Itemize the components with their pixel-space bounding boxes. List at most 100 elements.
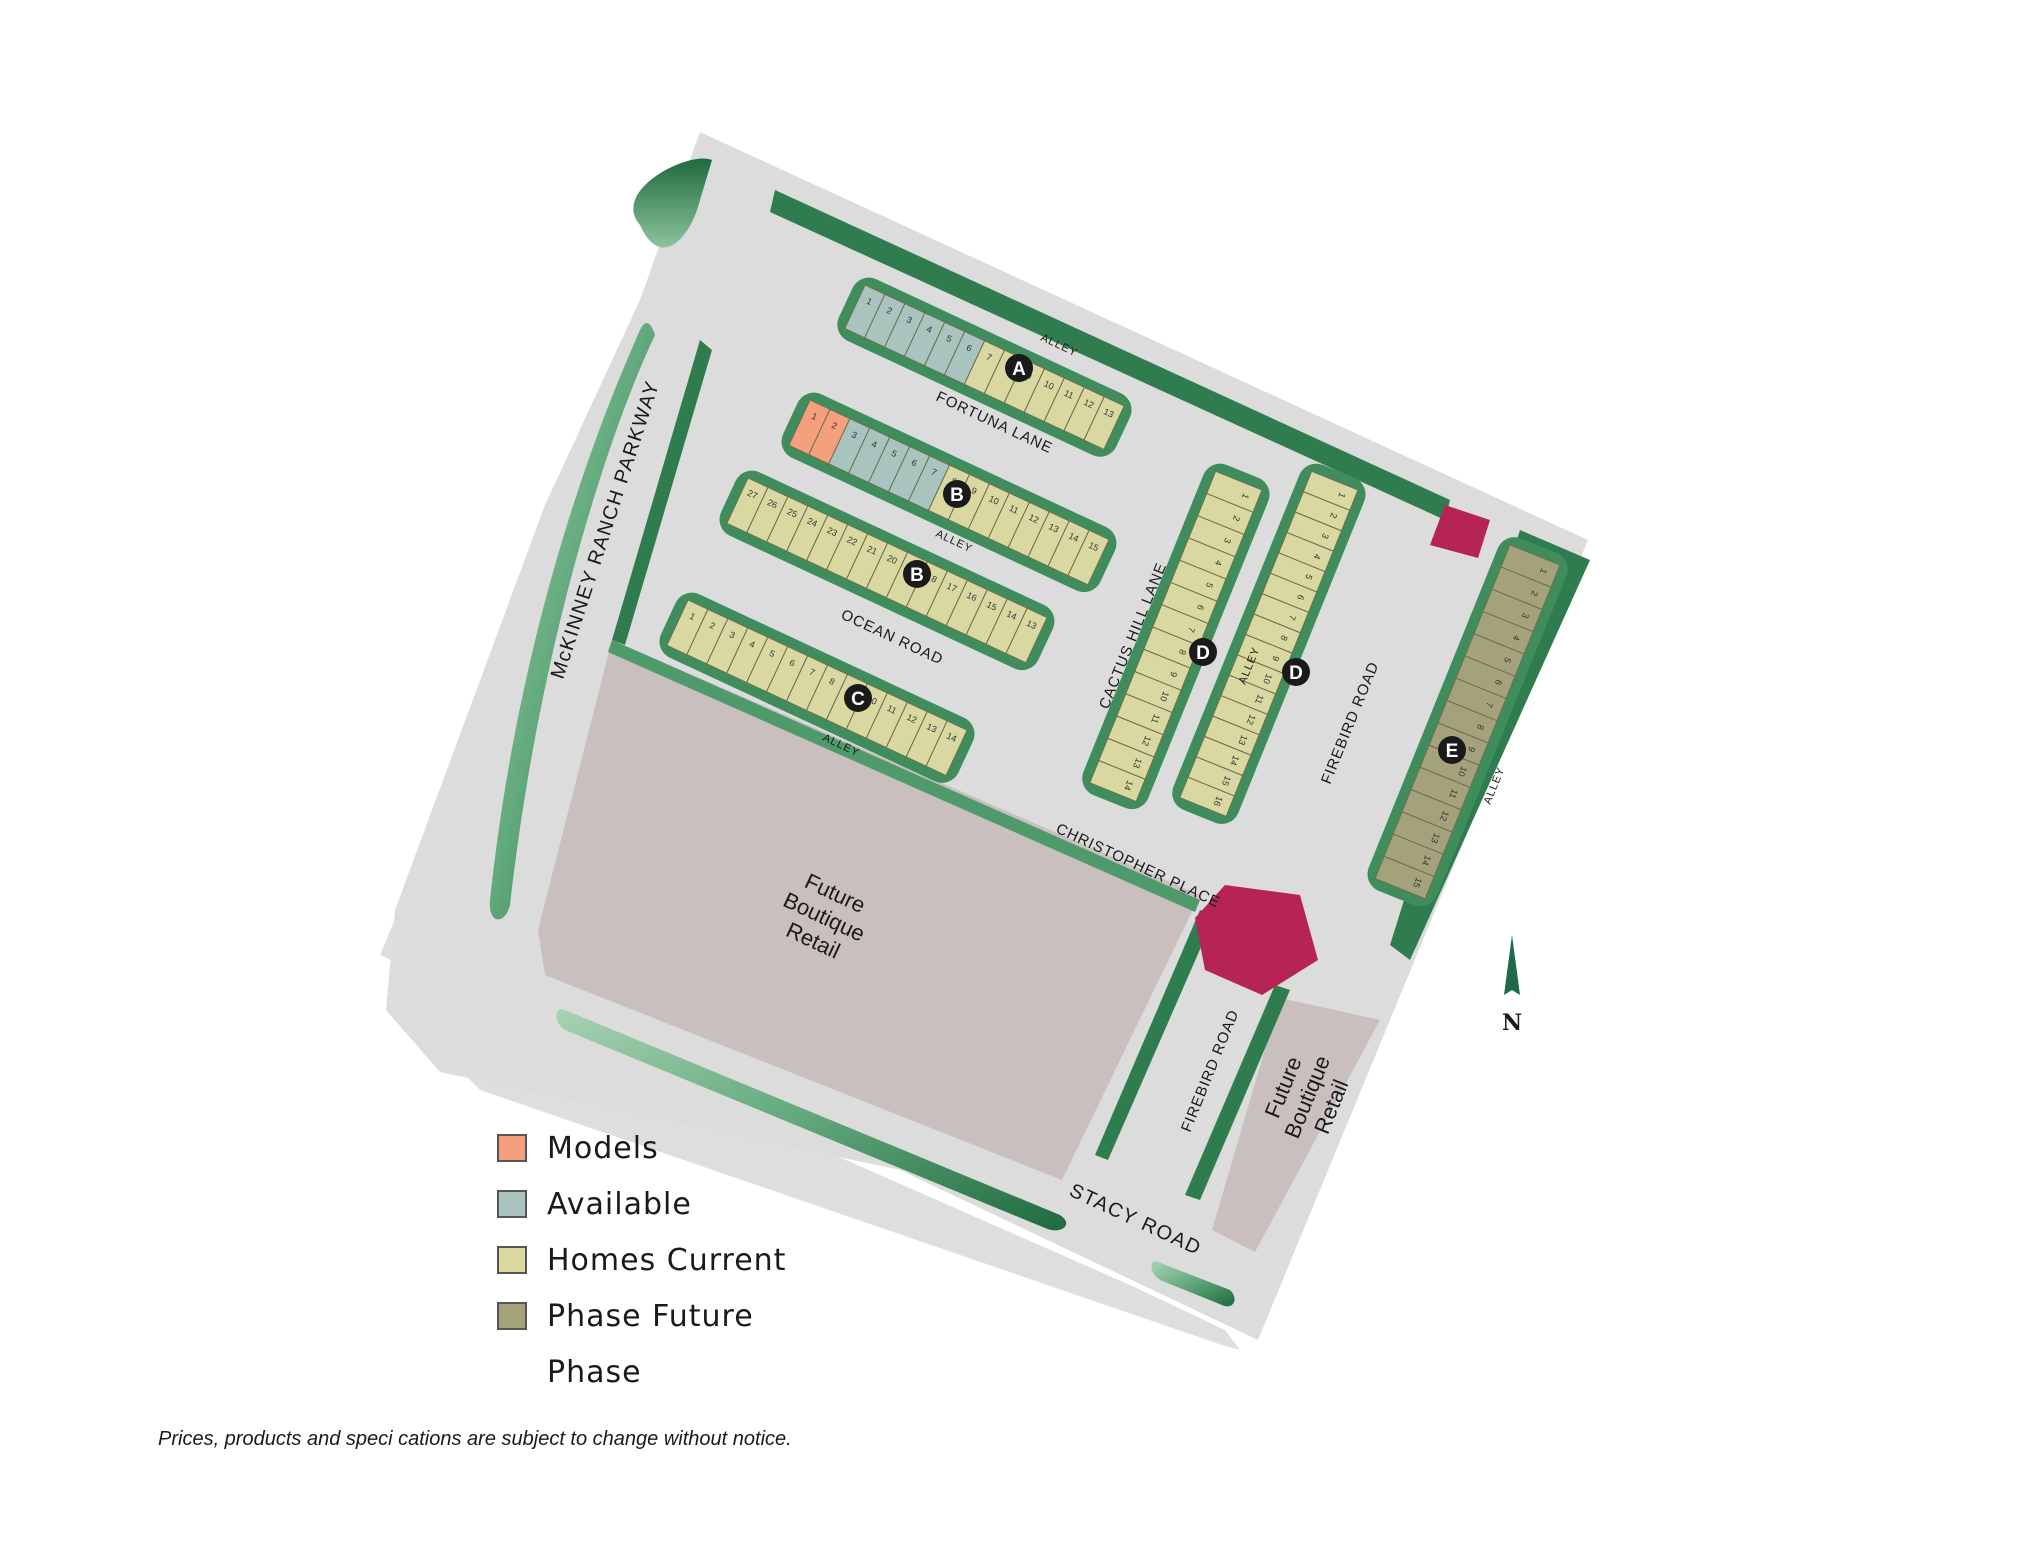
lot-number: 6 xyxy=(1493,678,1504,686)
lot-number: 12 xyxy=(905,712,918,725)
lot-number: 10 xyxy=(1261,672,1274,685)
lot-number: 5 xyxy=(890,448,899,459)
firebird-median-left xyxy=(1095,910,1215,1160)
lot-number: 25 xyxy=(786,506,799,519)
north-arrow-icon xyxy=(1504,935,1520,995)
lot-number: 21 xyxy=(865,544,878,557)
lot-number: 14 xyxy=(1005,609,1018,622)
marker-badge xyxy=(1189,638,1217,666)
lot-number: 4 xyxy=(1511,634,1522,642)
lot-number: 17 xyxy=(945,581,958,594)
home-lot[interactable] xyxy=(1083,395,1125,451)
lot-number: 1 xyxy=(1240,492,1251,500)
lot-number: 7 xyxy=(1287,614,1298,622)
section-marker-c[interactable]: C xyxy=(844,684,872,712)
lot-number: 11 xyxy=(1008,503,1021,516)
lot-number: 5 xyxy=(945,333,954,344)
lot-number: 2 xyxy=(830,420,839,431)
section-marker-d[interactable]: D xyxy=(1189,638,1217,666)
marker-letter: A xyxy=(1012,359,1026,380)
home-lot[interactable] xyxy=(1067,529,1110,586)
lot-number: 6 xyxy=(1295,593,1306,601)
home-lot[interactable] xyxy=(925,720,968,777)
legend-label-available: Available xyxy=(547,1186,692,1222)
lot-number: 1 xyxy=(865,296,874,307)
lot-number: 11 xyxy=(886,703,899,716)
north-arrow: N xyxy=(1502,935,1522,1036)
lot-number: 8 xyxy=(1177,648,1188,656)
marker-letter: B xyxy=(950,485,964,506)
section-marker-e[interactable]: E xyxy=(1438,736,1466,764)
lot-number: 9 xyxy=(1270,654,1281,662)
lot-number: 6 xyxy=(965,342,974,353)
legend-label-current: Homes Current xyxy=(547,1242,787,1278)
lot-number: 3 xyxy=(1222,537,1233,545)
lot-number: 10 xyxy=(987,493,1000,506)
lot-number: 13 xyxy=(1236,734,1249,747)
west-green-border xyxy=(612,340,712,645)
legend-swatch-future xyxy=(497,1302,527,1330)
lot-number: 23 xyxy=(826,525,839,538)
lot-number: 14 xyxy=(1228,754,1241,767)
lot-number: 7 xyxy=(1186,626,1197,634)
lot-number: 11 xyxy=(1253,693,1266,705)
marker-badge xyxy=(903,560,931,588)
lot-number: 3 xyxy=(1320,532,1331,540)
section-marker-b[interactable]: B xyxy=(943,480,971,508)
lot-number: 4 xyxy=(1312,552,1323,560)
lot-number: 1 xyxy=(810,411,819,422)
section-marker-a[interactable]: A xyxy=(1005,354,1033,382)
parkway-median-long xyxy=(489,323,655,920)
lot-number: 14 xyxy=(1420,854,1433,867)
home-rows: 1234567891011121312345678910111213141527… xyxy=(659,277,1568,907)
lot-number: 15 xyxy=(1411,876,1424,889)
legend-item-models: Models xyxy=(497,1120,786,1176)
lot-number: 9 xyxy=(1168,670,1179,678)
lot-number: 1 xyxy=(1336,491,1347,499)
lot-number: 24 xyxy=(806,516,819,529)
disclaimer: Prices, products and speci cations are s… xyxy=(158,1428,792,1450)
lot-number: 4 xyxy=(870,439,879,450)
lot-number: 13 xyxy=(925,721,938,734)
lot-number: 14 xyxy=(1122,779,1135,792)
marker-badge xyxy=(1438,736,1466,764)
lot-number: 14 xyxy=(1067,531,1080,544)
lot-number: 2 xyxy=(1231,514,1242,522)
lot-number: 2 xyxy=(1529,589,1540,597)
parkway-median xyxy=(633,158,712,248)
lot-number: 12 xyxy=(1082,397,1095,410)
lot-number: 12 xyxy=(1438,810,1451,823)
lot-number: 27 xyxy=(746,488,759,501)
lot-number: 6 xyxy=(1195,603,1206,611)
lot-number: 3 xyxy=(728,629,737,640)
lot-number: 14 xyxy=(945,731,958,744)
home-lot[interactable] xyxy=(1089,759,1146,803)
lot-number: 13 xyxy=(1131,757,1144,770)
marker-badge xyxy=(1282,658,1310,686)
lot-number: 13 xyxy=(1047,521,1060,534)
lot-number: 15 xyxy=(1087,540,1100,553)
lot-number: 22 xyxy=(846,534,859,547)
marker-letter: E xyxy=(1446,741,1459,762)
home-lot[interactable] xyxy=(1374,855,1435,900)
lot-number: 8 xyxy=(1475,723,1486,731)
lot-number: 2 xyxy=(1328,512,1339,520)
section-marker-d[interactable]: D xyxy=(1282,658,1310,686)
home-lot[interactable] xyxy=(1179,776,1236,818)
marker-badge xyxy=(844,684,872,712)
lot-number: 16 xyxy=(1212,795,1225,808)
firebird-median-right xyxy=(1185,985,1290,1200)
lot-number: 13 xyxy=(1429,832,1442,845)
lot-number: 3 xyxy=(850,429,859,440)
home-lot[interactable] xyxy=(1005,607,1048,664)
marker-badge xyxy=(1005,354,1033,382)
legend-label-phase: Phase xyxy=(547,1354,642,1390)
south-green-border xyxy=(608,640,1200,912)
section-marker-b[interactable]: B xyxy=(903,560,931,588)
lot-number: 7 xyxy=(985,352,994,363)
marker-badge xyxy=(943,480,971,508)
